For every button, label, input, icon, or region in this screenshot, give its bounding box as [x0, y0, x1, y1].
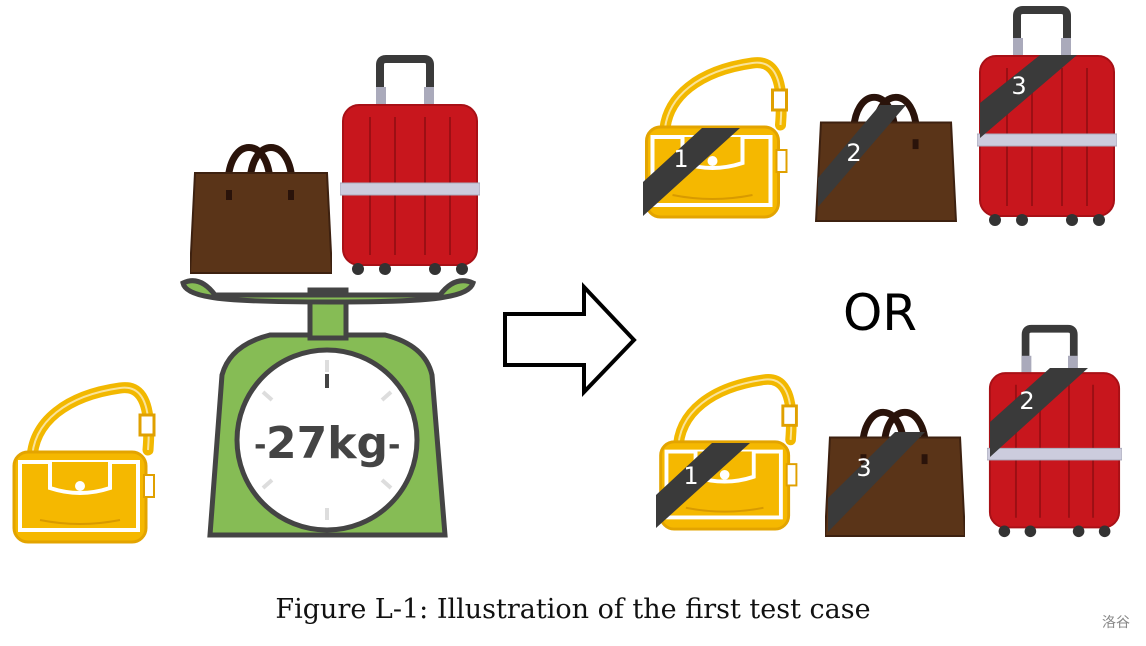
watermark: 洛谷: [1102, 615, 1130, 631]
handbag-on-scale: [190, 148, 332, 274]
or-label: OR: [843, 284, 917, 342]
handbag-order: 2: [846, 139, 861, 167]
shoulder-bag-order: 1: [683, 462, 698, 490]
suitcase-on-scale: [340, 59, 480, 275]
handbag-order: 3: [856, 454, 871, 482]
svg-text:-: -: [254, 428, 266, 463]
scale-dial: [234, 347, 420, 533]
scale-reading: 27kg: [266, 418, 388, 469]
option-a: 1 2 3: [643, 10, 1117, 226]
suitcase-order: 2: [1019, 387, 1034, 415]
option-b: 1 3 2: [656, 329, 1122, 537]
svg-text:-: -: [388, 428, 400, 463]
shoulder-bag-order: 1: [673, 145, 688, 173]
suitcase-order: 3: [1011, 72, 1026, 100]
shoulder-bag-left: [14, 388, 154, 542]
right-arrow-icon: [503, 281, 637, 397]
figure-caption: Figure L-1: Illustration of the first te…: [275, 594, 871, 625]
kitchen-scale: 27kg - -: [180, 278, 477, 538]
